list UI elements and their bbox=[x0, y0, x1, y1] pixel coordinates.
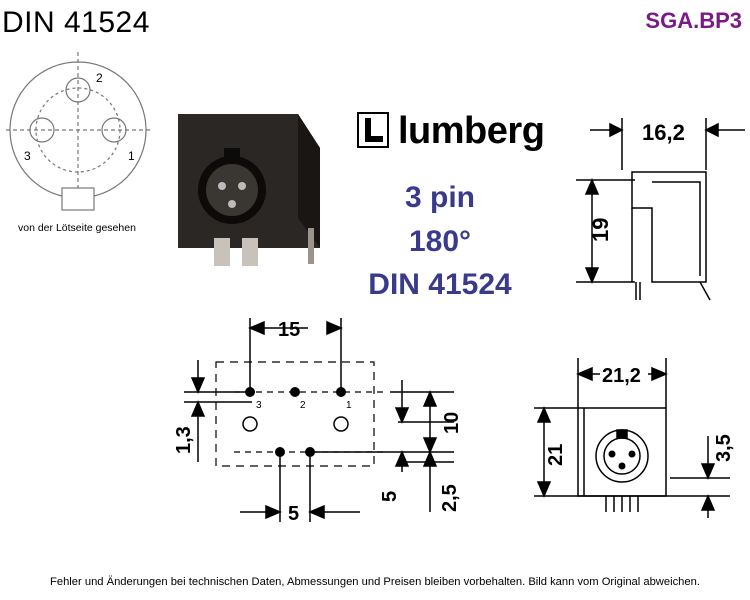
pcb-footprint-drawing: 15 1,3 10 5 2,5 5 3 2 1 bbox=[173, 318, 463, 525]
side-width-label: 16,2 bbox=[642, 120, 685, 145]
page-title: DIN 41524 bbox=[2, 6, 150, 39]
footprint-bottom-label: 5 bbox=[288, 503, 299, 525]
footprint-offset-label: 5 bbox=[379, 491, 401, 502]
front-height-label: 21 bbox=[545, 444, 567, 466]
pin-label-2: 2 bbox=[96, 71, 103, 85]
footprint-pin-number-3: 3 bbox=[256, 400, 262, 411]
pin-1-pad bbox=[336, 387, 346, 397]
pinout-diagram: 2 3 1 bbox=[6, 52, 152, 211]
front-view-drawing: 21,2 21 3,5 bbox=[534, 358, 735, 518]
shield-pad-left bbox=[275, 447, 285, 457]
footprint-height-label: 10 bbox=[441, 412, 463, 434]
front-pin-offset-label: 3,5 bbox=[713, 434, 735, 462]
footer-disclaimer: Fehler und Änderungen bei technischen Da… bbox=[50, 576, 700, 588]
footprint-pin-number-1: 1 bbox=[346, 400, 352, 411]
footprint-bottom-offset-label: 2,5 bbox=[439, 484, 461, 512]
pin-label-1: 1 bbox=[128, 149, 135, 163]
spec-pin-count: 3 pin bbox=[404, 181, 475, 214]
spec-standard: DIN 41524 bbox=[368, 268, 512, 301]
pin-label-3: 3 bbox=[24, 149, 31, 163]
spec-angle: 180° bbox=[408, 225, 472, 258]
connector-photo bbox=[178, 114, 320, 266]
side-view-drawing: 16,2 19 bbox=[576, 118, 745, 301]
footprint-left-label: 1,3 bbox=[173, 426, 195, 454]
brand-name: lumberg bbox=[398, 110, 545, 152]
pin-3-pad bbox=[245, 387, 255, 397]
pin-2-pad bbox=[290, 387, 300, 397]
footprint-pin-number-2: 2 bbox=[300, 400, 306, 411]
front-width-label: 21,2 bbox=[602, 365, 641, 387]
product-code: SGA.BP3 bbox=[645, 8, 742, 33]
footprint-top-label: 15 bbox=[278, 319, 300, 341]
view-caption: von der Lötseite gesehen bbox=[18, 222, 136, 234]
side-height-label: 19 bbox=[588, 218, 613, 242]
shield-pad-right bbox=[305, 447, 315, 457]
lumberg-logo-icon bbox=[357, 112, 389, 148]
